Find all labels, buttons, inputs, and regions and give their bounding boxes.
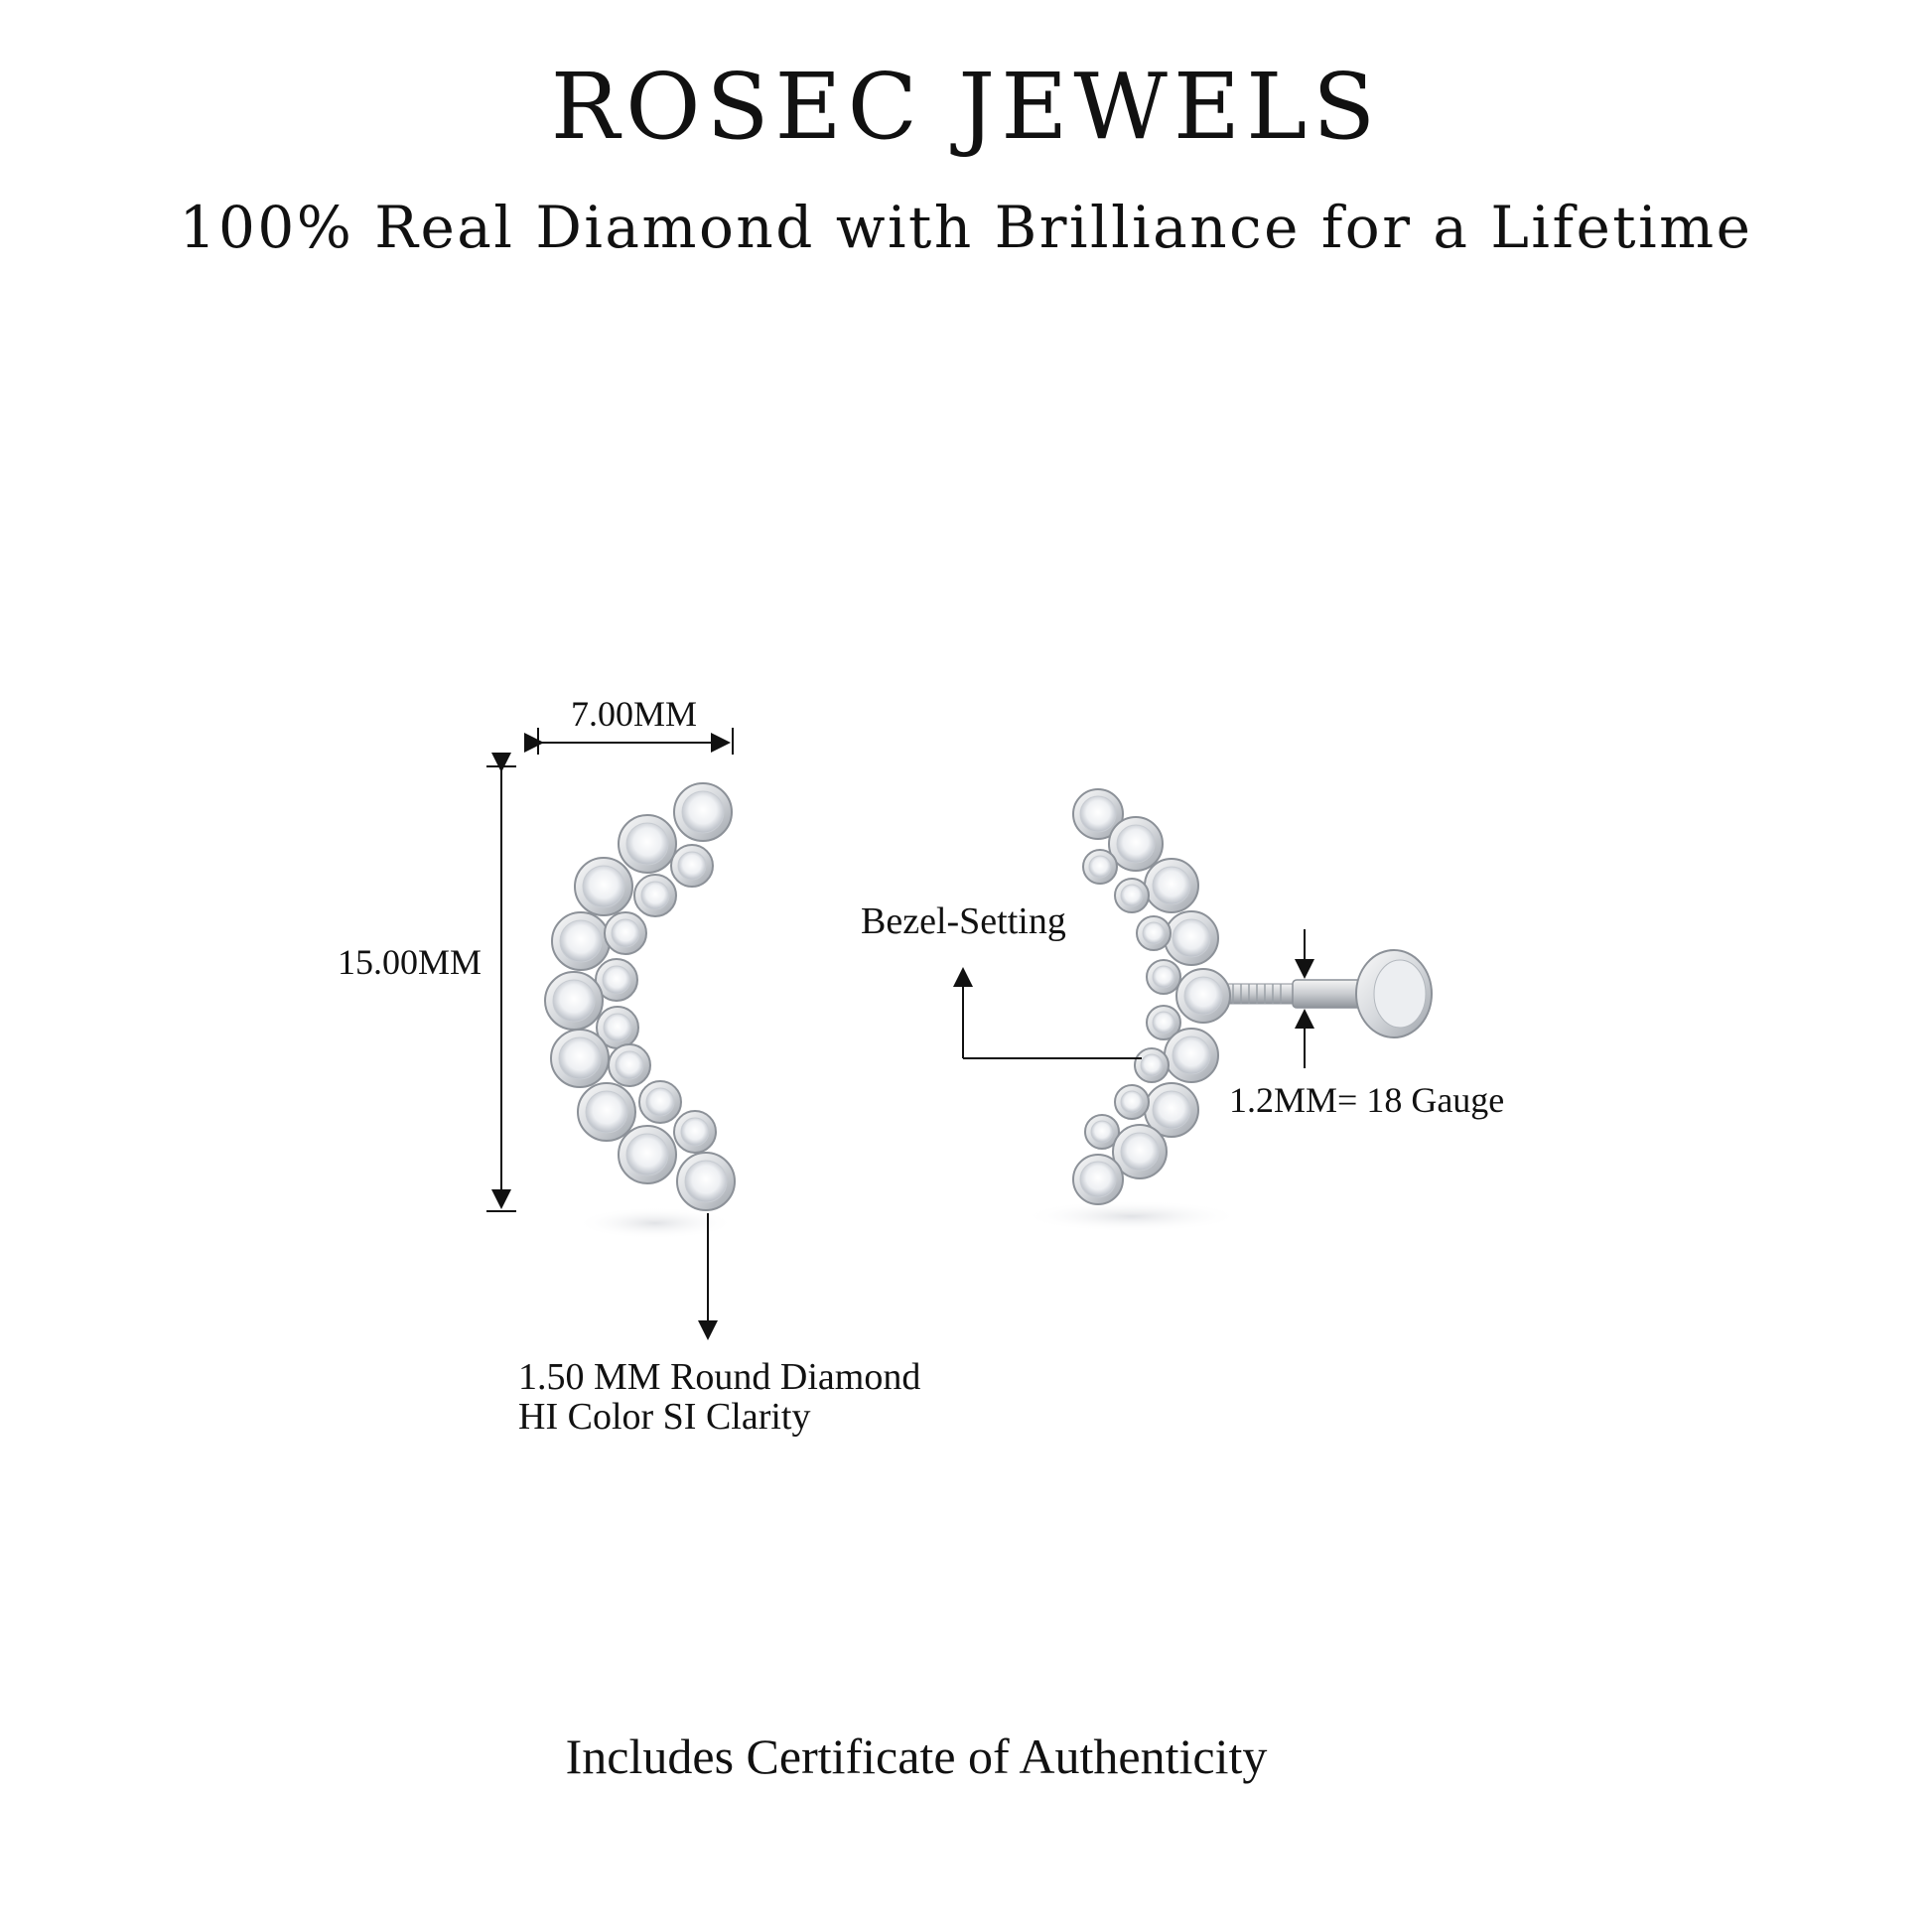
bezel-diamond (676, 1152, 736, 1211)
bezel-diamond (1112, 1124, 1168, 1179)
diamond-spec-line2: HI Color SI Clarity (518, 1395, 811, 1438)
bezel-diamond (1146, 1005, 1181, 1040)
bezel-diamond (1175, 968, 1231, 1024)
bezel-callout-arrow (953, 967, 1142, 1059)
tagline: 100% Real Diamond with Brilliance for a … (179, 194, 1753, 261)
bezel-diamond (670, 844, 714, 888)
diamond-spec-line1: 1.50 MM Round Diamond (518, 1356, 921, 1398)
bezel-diamond (1072, 788, 1124, 840)
bezel-diamond (604, 911, 647, 955)
height-label: 15.00MM (338, 942, 483, 982)
bezel-diamond (1136, 915, 1172, 951)
bezel-diamond (1164, 910, 1219, 966)
bezel-diamond (551, 911, 611, 971)
setting-label: Bezel-Setting (861, 900, 1066, 942)
bezel-diamond (544, 971, 604, 1031)
bezel-diamond (595, 958, 638, 1002)
bezel-diamond (1134, 1047, 1170, 1083)
width-label: 7.00MM (571, 694, 698, 734)
bezel-diamond (574, 857, 633, 916)
bezel-diamond (1072, 1154, 1124, 1205)
bezel-diamond (1084, 1114, 1120, 1150)
front-view-earring (544, 782, 736, 1211)
bezel-diamond (673, 782, 733, 842)
bezel-diamond (577, 1082, 636, 1142)
bezel-diamond (618, 814, 677, 874)
bezel-diamond (638, 1080, 682, 1124)
certificate-note: Includes Certificate of Authenticity (565, 1728, 1268, 1784)
brand-title: ROSEC JEWELS (550, 54, 1382, 160)
bezel-diamond (1114, 1084, 1150, 1120)
labret-post (1222, 949, 1433, 1038)
height-dimension (486, 753, 516, 1212)
bezel-diamond (633, 874, 677, 917)
bezel-diamond (550, 1029, 610, 1088)
bezel-diamond (618, 1125, 677, 1184)
diamond-spec: 1.50 MM Round Diamond HI Color SI Clarit… (518, 1356, 921, 1438)
bezel-diamond (1082, 849, 1118, 885)
side-view-earring (1072, 788, 1231, 1205)
bezel-diamond (673, 1110, 717, 1154)
bezel-diamond (1114, 878, 1150, 913)
bezel-diamond (1108, 816, 1164, 872)
bezel-diamond (1164, 1028, 1219, 1083)
bezel-diamond (1146, 959, 1181, 995)
width-dimension (524, 728, 734, 755)
bezel-diamond (608, 1043, 651, 1087)
bezel-diamond (1144, 858, 1199, 913)
gauge-label: 1.2MM= 18 Gauge (1229, 1080, 1505, 1120)
